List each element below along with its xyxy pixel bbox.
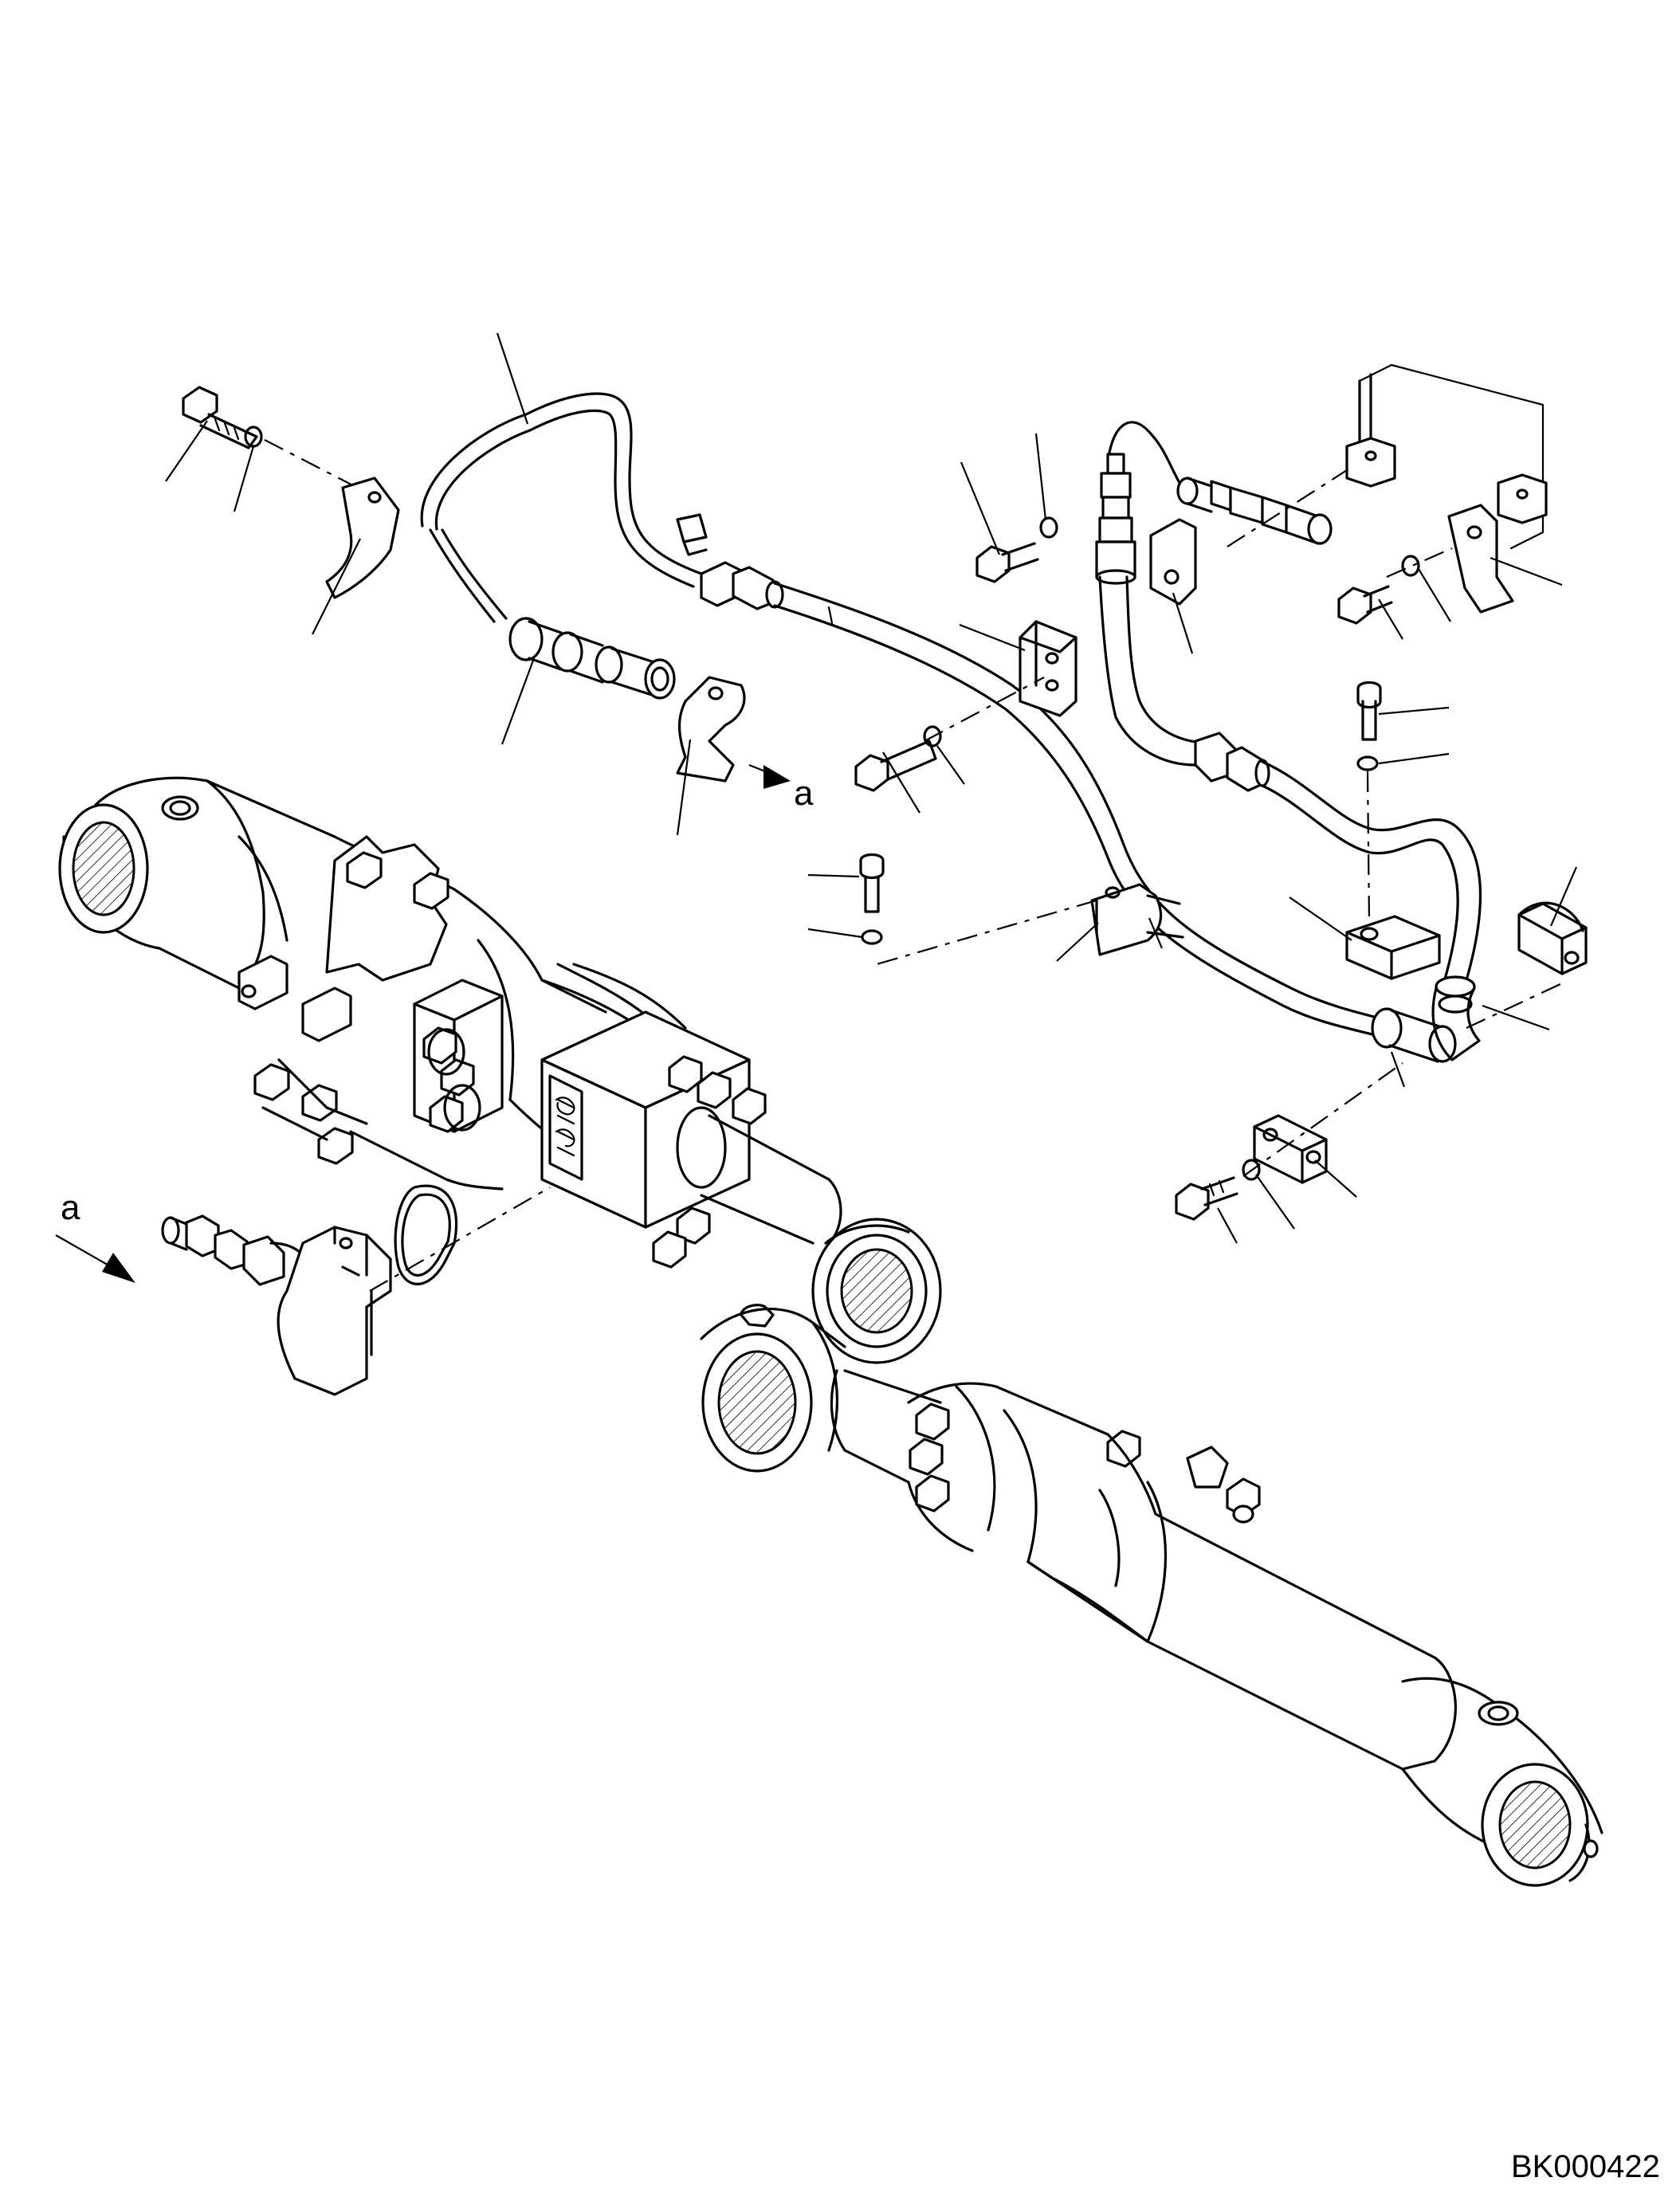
washer-upper-right-connector [1039,516,1058,539]
bracket-vertical-right [1149,518,1197,606]
clamp-block-lower-right [1253,1114,1328,1184]
fitting-elbow-detail-a [161,1214,304,1286]
washer-far-right [1401,555,1420,577]
hydraulic-tube-upper [420,392,703,623]
bolt-lower-right [1175,1176,1238,1221]
clamp-half-lower-left [676,676,746,783]
hose-fitting-right-middle [1194,732,1270,792]
washer-vertical-right [1356,755,1379,771]
bracket-mounting-center [1019,620,1077,717]
bolt-center-upper [854,740,937,792]
bolt-upper-right-connector [975,542,1039,583]
bolt-vertical-right [1356,681,1382,741]
arrow-head-view-a [763,765,791,789]
washer-center-upper [923,725,942,747]
centerline-clamp-far-right [1466,983,1563,1029]
washer-vertical-center [861,929,883,945]
elbow-fitting-lower-right [1431,975,1481,1061]
hose-long-main [773,582,1388,1038]
centerline-lower-right-clamp [1242,1062,1403,1177]
centerline-gasket-block [369,1187,551,1292]
hydraulic-cylinder-upper [58,776,942,1364]
centerline-clamp-bolt [876,899,1097,966]
washer-lower-right [1242,1159,1261,1181]
hose-end-fitting [1371,1007,1457,1063]
connector-horizontal-right [1176,477,1333,545]
clamp-block-far-right [1517,901,1588,975]
clamp-block-right-upper [1345,915,1441,980]
centerline-plate-bolt [1386,547,1453,579]
tube-clip-small [676,513,708,556]
bolt-vertical-center [859,853,885,913]
part-leader-lines [165,332,1578,1244]
centerline-connector-plate [1227,469,1348,547]
clamp-plate-far-right [1447,504,1514,614]
fitting-elbow-left [508,617,676,700]
bolt-far-right [1337,585,1393,625]
hydraulic-cylinder-lower [700,1304,1603,1887]
sensor-fitting-vertical [1095,453,1136,585]
hose-clamp-center [1090,883,1184,956]
arrow-head-view-a-left [102,1253,135,1283]
view-marker-a-left: a [61,1188,80,1227]
centerline-vertical-right [1366,771,1371,922]
electrical-wire-right [1108,421,1181,485]
centerline-bolt-clamp [264,439,367,493]
centerline-bolt-bracket [924,677,1045,742]
o-ring-gasket [394,1184,458,1285]
bracket-plate-right [1345,363,1548,550]
hose-loop-right [1261,760,1482,983]
hose-vertical-right [1098,575,1205,767]
clamp-half-upper-left [325,477,400,599]
view-marker-a-top: a [794,774,814,813]
connector-housing-detail-a [277,1226,392,1396]
arrow-view-a-left [55,1234,112,1268]
washer-top-left [244,426,263,448]
hose-fitting-center [700,561,784,610]
drawing-code: BK000422 [1511,2149,1660,2184]
